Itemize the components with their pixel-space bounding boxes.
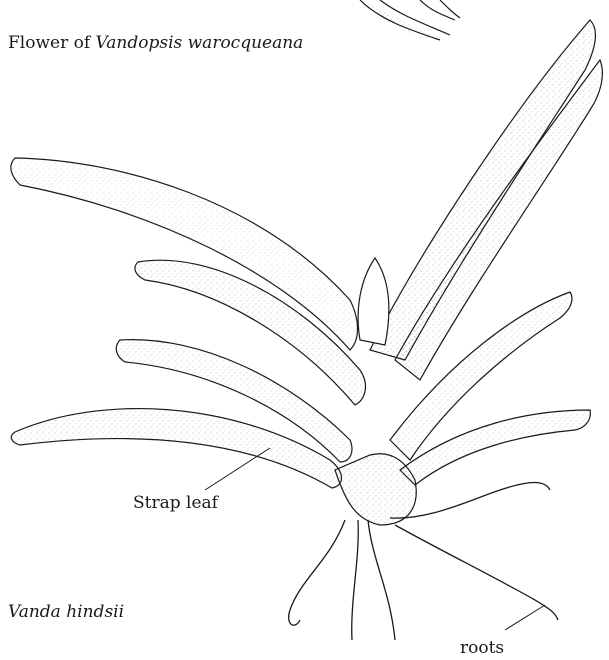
species-caption: Vanda hindsii: [8, 602, 124, 622]
flower-caption-prefix: Flower of: [8, 33, 96, 53]
leaves: [11, 20, 603, 525]
roots-label: roots: [460, 638, 504, 658]
leaf-small-upright: [358, 258, 389, 345]
strap-leaf-leader: [205, 448, 270, 490]
flower-caption-species: Vandopsis warocqueana: [96, 33, 304, 53]
stem-base: [335, 454, 416, 525]
strap-leaf-label: Strap leaf: [133, 493, 218, 513]
roots: [289, 483, 558, 641]
flower-fragment: [360, 0, 460, 40]
roots-leader: [505, 605, 545, 630]
flower-caption: Flower of Vandopsis warocqueana: [8, 33, 303, 53]
